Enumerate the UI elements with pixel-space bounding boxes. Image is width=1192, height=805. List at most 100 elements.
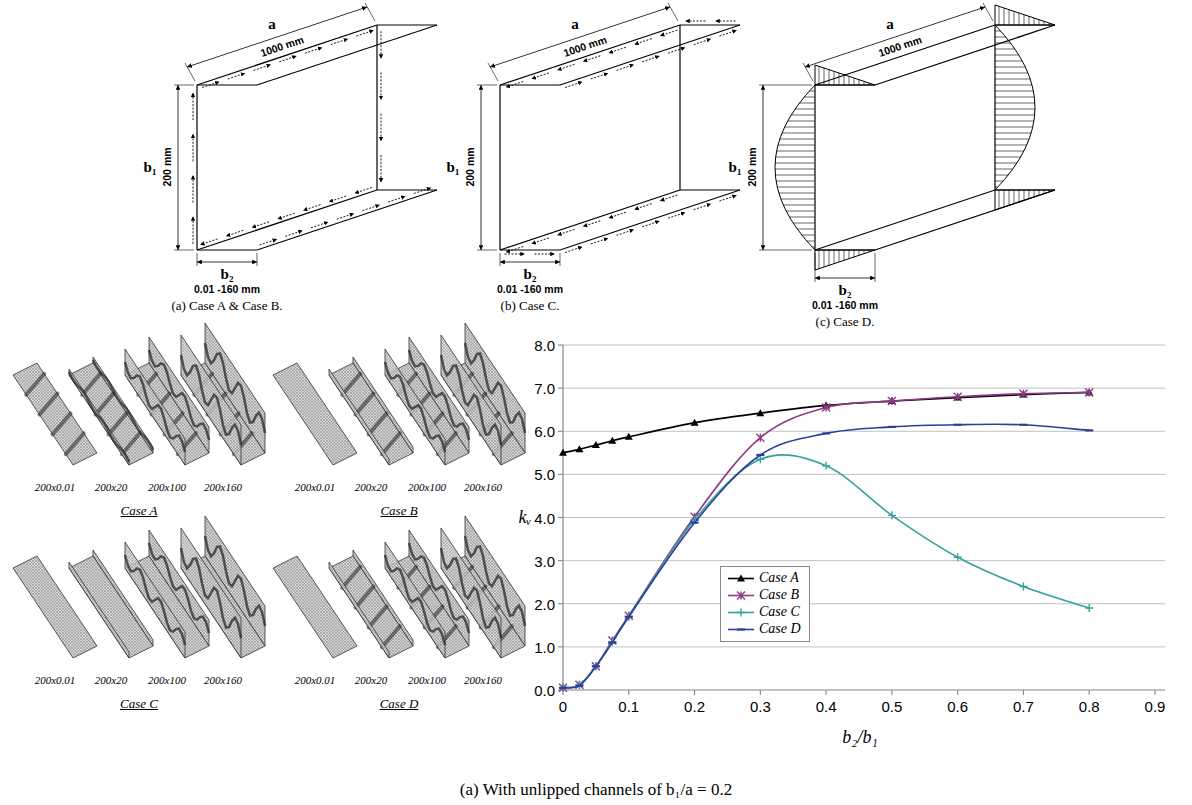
stress-hatch	[1009, 190, 1010, 205]
shear-arrow	[279, 56, 296, 62]
data-marker	[888, 511, 896, 519]
shear-arrow	[716, 21, 736, 22]
shear-arrow	[532, 238, 549, 244]
y-tick	[558, 431, 563, 432]
dimension-value: 200 mm	[464, 146, 476, 187]
stress-hatch	[1034, 18, 1035, 25]
data-marker	[1019, 390, 1027, 398]
stress-hatch	[844, 75, 845, 85]
section-label: 200x160	[464, 481, 502, 493]
data-marker	[608, 437, 616, 444]
shear-arrow	[381, 114, 382, 141]
x-tick	[1154, 690, 1155, 695]
shear-arrow	[381, 72, 382, 99]
data-marker	[625, 433, 633, 440]
data-marker	[888, 426, 896, 428]
shear-arrow	[584, 221, 601, 227]
grid-line	[563, 646, 1165, 647]
stress-hatch	[1039, 190, 1040, 195]
shear-arrow	[719, 196, 736, 202]
data-marker	[691, 419, 699, 426]
section-label: 200x0.01	[35, 674, 76, 686]
dimension-value: 1000 mm	[258, 33, 306, 59]
stress-hatch	[995, 67, 1025, 68]
data-marker	[756, 454, 764, 456]
stress-hatch	[775, 175, 815, 176]
data-marker	[737, 592, 745, 600]
data-marker	[737, 609, 745, 617]
x-tick	[628, 690, 629, 695]
shear-arrow	[305, 48, 322, 54]
data-marker	[559, 449, 567, 456]
stress-hatch	[995, 91, 1033, 92]
dimension-value: 200 mm	[161, 146, 173, 187]
data-marker	[954, 424, 962, 426]
stress-hatch	[819, 66, 820, 85]
stress-hatch	[995, 73, 1028, 74]
stress-hatch	[777, 187, 815, 188]
channel-edge	[377, 189, 437, 190]
dimension-value: 0.01 -160 mm	[811, 299, 879, 311]
shear-arrow	[719, 31, 736, 37]
shear-arrow	[642, 56, 659, 62]
stress-hatch	[995, 103, 1035, 104]
channel-edge	[376, 25, 377, 190]
stress-hatch	[777, 151, 815, 152]
data-marker	[954, 393, 962, 401]
buckle-wave	[181, 548, 241, 638]
channel-edge	[680, 189, 740, 190]
shear-arrow	[193, 176, 194, 203]
shear-arrow	[311, 222, 328, 228]
shear-arrow	[584, 56, 601, 62]
flange-surface	[385, 349, 445, 465]
data-marker	[756, 409, 764, 416]
stress-hatch	[995, 127, 1033, 128]
flange-surface	[329, 369, 389, 465]
grid-line	[563, 388, 1165, 389]
y-tick-label: 0.0	[534, 682, 555, 699]
section-label: 200x20	[355, 674, 387, 686]
channel-edge	[500, 190, 680, 250]
dimension-symbol: b₂	[839, 282, 852, 299]
shear-arrow	[661, 195, 678, 201]
legend-text: Case B	[759, 587, 799, 602]
stress-hatch	[995, 133, 1031, 134]
stress-hatch	[809, 91, 815, 92]
y-tick-label: 8.0	[534, 337, 555, 354]
y-tick-label: 5.0	[534, 466, 555, 483]
dimension-line	[481, 85, 482, 250]
channel-edge	[875, 190, 1055, 250]
buckle-band	[95, 394, 113, 415]
data-marker	[575, 685, 583, 687]
stress-hatch	[1029, 16, 1030, 25]
buckle-wave	[125, 362, 185, 452]
data-marker	[756, 434, 764, 442]
x-tick-label: 0.3	[750, 698, 771, 715]
buckle-band	[382, 433, 400, 454]
y-tick-label: 4.0	[534, 509, 555, 526]
legend-sample	[727, 570, 755, 587]
stress-hatch	[829, 70, 830, 85]
grid-line	[563, 517, 1165, 518]
data-marker	[822, 432, 830, 434]
shear-arrow	[201, 239, 218, 245]
stress-hatch	[1014, 11, 1015, 25]
x-tick-label: 0.2	[684, 698, 705, 715]
sub-caption: (c) Case D.	[816, 314, 875, 330]
stress-hatch	[854, 250, 855, 257]
channel-edge	[500, 249, 560, 250]
stress-hatch	[802, 235, 815, 236]
grid-line	[563, 474, 1165, 475]
buckle-band	[369, 413, 387, 434]
flange-surface	[385, 542, 445, 658]
extension-line	[759, 250, 812, 251]
flange-surface	[181, 335, 241, 465]
stress-hatch	[995, 55, 1019, 56]
stress-hatch	[995, 49, 1015, 50]
stress-hatch	[781, 199, 815, 200]
flange-surface	[181, 528, 241, 658]
shear-arrow	[694, 39, 711, 45]
dimension-symbol: b₁	[144, 159, 157, 176]
shear-arrow	[414, 188, 431, 194]
stress-triangle	[995, 5, 1055, 25]
